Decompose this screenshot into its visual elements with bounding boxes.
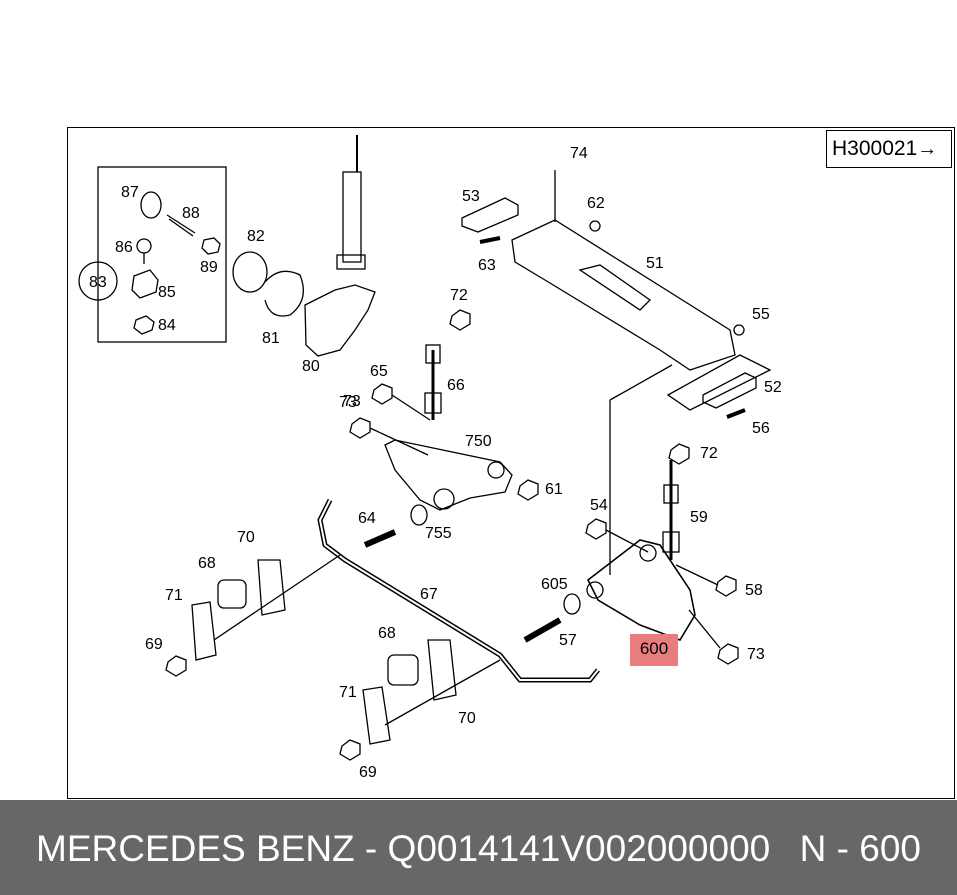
nut-69-left (165, 655, 187, 677)
part-label-80: 80 (302, 358, 320, 375)
clamp-70-left (257, 559, 286, 616)
part-label-66: 66 (447, 377, 465, 394)
footer-part-number: N - 600 (799, 828, 921, 869)
part-label-54: 54 (590, 497, 608, 514)
washer-55 (733, 324, 745, 336)
nut-58 (715, 575, 737, 597)
control-arm-750 (384, 439, 513, 511)
ring-87 (140, 191, 162, 219)
clamp-71-right (362, 686, 391, 745)
part-label-83: 83 (89, 274, 107, 291)
clamp-71-left (191, 601, 217, 661)
part-label-68: 68 (378, 625, 396, 642)
part-label-64: 64 (358, 510, 376, 527)
part-label-57: 57 (559, 632, 577, 649)
part-label-61: 61 (545, 481, 563, 498)
part-label-69: 69 (359, 764, 377, 781)
part-label-755: 755 (425, 525, 452, 542)
hub-82 (232, 251, 268, 293)
part-label-62: 62 (587, 195, 605, 212)
shock-body (342, 171, 362, 263)
clamp-70-right (427, 639, 457, 701)
part-label-71: 71 (339, 684, 357, 701)
part-label-84: 84 (158, 317, 176, 334)
part-label-72: 72 (450, 287, 468, 304)
part-label-73: 73 (343, 393, 361, 410)
bushing-605 (563, 593, 581, 615)
part-label-69: 69 (145, 636, 163, 653)
part-label-55: 55 (752, 306, 770, 323)
part-label-70: 70 (237, 529, 255, 546)
nut-72-top (449, 309, 471, 331)
part-label-58: 58 (745, 582, 763, 599)
part-labels: 74 53 62 63 51 55 52 56 87 88 86 89 83 85 84 82 81 80 73 72… (89, 145, 782, 781)
mount-53 (461, 197, 519, 233)
part-label-87: 87 (121, 184, 139, 201)
nut-73-top (349, 417, 371, 439)
bolt-57 (523, 617, 562, 643)
part-label-67: 67 (420, 586, 438, 603)
part-label-72: 72 (700, 445, 718, 462)
footer-title: MERCEDES BENZ - Q0014141V002000000 (36, 828, 771, 869)
exploded-parts-diagram: 74 53 62 63 51 55 52 56 87 88 86 89 83 85 84 82 81 80 73 72… (78, 135, 782, 781)
nut-84 (133, 315, 155, 335)
part-label-81: 81 (262, 330, 280, 347)
part-label-56: 56 (752, 420, 770, 437)
nut-72-right (668, 443, 690, 465)
disc-81 (264, 270, 304, 317)
part-label-82: 82 (247, 228, 265, 245)
part-label-85: 85 (158, 284, 176, 301)
diagram-frame (67, 127, 955, 799)
bolt-64 (363, 529, 397, 548)
part-label-605: 605 (541, 576, 568, 593)
washer-62 (589, 220, 601, 232)
nut-54 (585, 518, 607, 540)
part-label-70: 70 (458, 710, 476, 727)
part-label-53: 53 (462, 188, 480, 205)
arrow-right-icon: → (917, 138, 938, 160)
callout-circle-83 (78, 261, 118, 301)
nut-89 (201, 237, 221, 255)
control-arm-600 (586, 539, 696, 641)
bushing-68-right (387, 654, 419, 686)
block-85 (131, 269, 159, 299)
part-label-73: 73 (339, 394, 357, 411)
part-label-52: 52 (764, 379, 782, 396)
footer-bar (0, 800, 957, 895)
part-label-63: 63 (478, 257, 496, 274)
nut-73-right (717, 643, 739, 665)
screw-86 (136, 238, 152, 254)
crossmember-51 (511, 219, 736, 371)
nut-65 (371, 383, 393, 405)
bushing-68-left (217, 579, 247, 609)
reference-code-box: H300021→ (826, 130, 952, 168)
inset-box (97, 166, 227, 343)
highlighted-part-label: 600 (630, 634, 678, 666)
nut-69-right (339, 739, 361, 761)
bushing-755 (410, 504, 428, 526)
pin-88 (166, 214, 196, 234)
part-label-59: 59 (690, 509, 708, 526)
knuckle-80 (304, 284, 376, 357)
part-label-750: 750 (465, 433, 492, 450)
nut-61 (517, 479, 539, 501)
reference-code: H300021 (832, 137, 918, 160)
part-label-89: 89 (200, 259, 218, 276)
mount-52 (702, 372, 757, 409)
part-label-73: 73 (747, 646, 765, 663)
part-label-65: 65 (370, 363, 388, 380)
part-label-71: 71 (165, 587, 183, 604)
part-label-68: 68 (198, 555, 216, 572)
part-label-86: 86 (115, 239, 133, 256)
part-label-88: 88 (182, 205, 200, 222)
part-label-51: 51 (646, 255, 664, 272)
part-label-74: 74 (570, 145, 588, 162)
